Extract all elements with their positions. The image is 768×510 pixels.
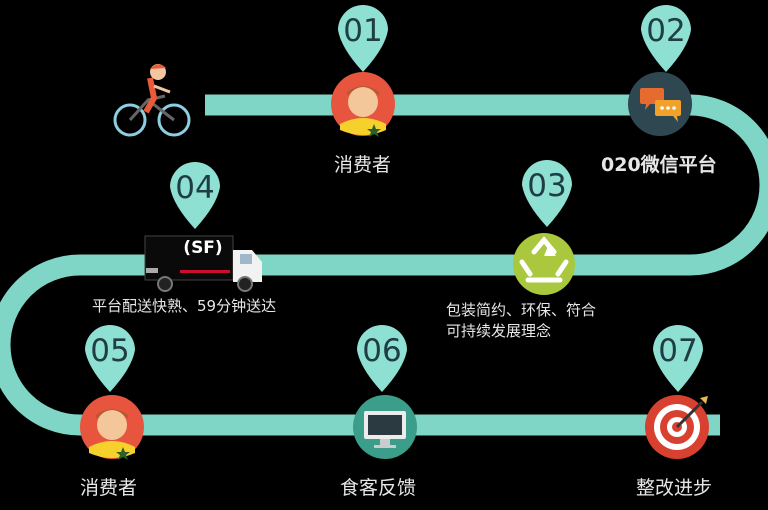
step-02-chat-bubbles-icon xyxy=(628,72,692,136)
step-02-number: 02 xyxy=(646,13,685,49)
step-03-label-line1: 包装简约、环保、符合 xyxy=(446,301,597,319)
step-02-label: 020微信平台 xyxy=(601,154,717,176)
step-01-label: 消费者 xyxy=(334,154,392,176)
step-01-consumer-icon xyxy=(331,72,395,137)
step-02-pin: 02 xyxy=(641,5,691,72)
winding-road-path xyxy=(0,94,768,436)
step-03-label-line2: 可持续发展理念 xyxy=(446,322,552,340)
step-03-pin: 03 xyxy=(522,160,572,227)
step-05-consumer-icon xyxy=(80,395,144,460)
pins-layer: 01 02 03 04 05 06 07 xyxy=(85,5,703,392)
step-05-number: 05 xyxy=(90,333,129,369)
step-06-pin: 06 xyxy=(356,324,407,392)
step-01-pin: 01 xyxy=(338,5,388,72)
step-03-recycle-icon xyxy=(513,233,575,295)
step-06-monitor-icon xyxy=(353,395,417,459)
step-06-number: 06 xyxy=(362,333,401,369)
step-07-label: 整改进步 xyxy=(636,477,713,499)
step-06-label: 食客反馈 xyxy=(340,477,417,499)
delivery-truck-icon xyxy=(144,235,262,292)
step-04-label: 平台配送快熟、59分钟送达 xyxy=(92,297,277,315)
step-04-number: 04 xyxy=(175,170,214,206)
step-07-target-icon xyxy=(645,395,709,459)
cyclist-icon xyxy=(113,64,191,137)
step-03-number: 03 xyxy=(527,168,566,204)
step-01-number: 01 xyxy=(343,13,382,49)
step-04-pin: 04 xyxy=(170,162,220,229)
step-07-pin: 07 xyxy=(653,325,703,392)
step-07-number: 07 xyxy=(658,333,697,369)
truck-logo-text: (SF) xyxy=(183,238,222,258)
step-05-label: 消费者 xyxy=(80,477,138,499)
step-05-pin: 05 xyxy=(85,325,135,392)
